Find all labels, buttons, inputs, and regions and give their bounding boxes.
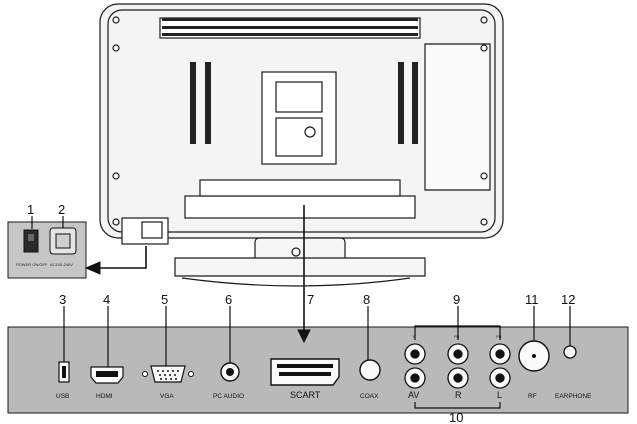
- power-box: POWER ON/OFF AC100-240V: [7, 221, 87, 279]
- usb-port[interactable]: [58, 361, 70, 383]
- rca-jacks[interactable]: [404, 343, 511, 389]
- ac-inlet-label: AC100-240V: [50, 262, 73, 267]
- callout-3: 3: [59, 292, 66, 307]
- label-hdmi: HDMI: [96, 393, 113, 400]
- label-r: R: [455, 390, 462, 400]
- callout-12: 12: [561, 292, 575, 307]
- callout-5: 5: [161, 292, 168, 307]
- callout-6: 6: [225, 292, 232, 307]
- vga-port[interactable]: [142, 365, 194, 383]
- callout-1: 1: [27, 202, 34, 217]
- power-switch-label: POWER ON/OFF: [16, 262, 48, 267]
- rf-jack[interactable]: [518, 340, 550, 372]
- callout-2: 2: [58, 202, 65, 217]
- tv-back-housing: [99, 3, 504, 245]
- scart-port[interactable]: [270, 358, 340, 386]
- label-scart: SCART: [290, 390, 321, 400]
- callout-leaders: [31, 216, 571, 409]
- label-y: Y: [412, 334, 415, 339]
- power-box-arrow: [84, 246, 147, 275]
- label-av: AV: [408, 390, 419, 400]
- label-pc-audio: PC AUDIO: [213, 393, 244, 400]
- callout-8: 8: [363, 292, 370, 307]
- label-vga: VGA: [160, 393, 174, 400]
- callout-4: 4: [103, 292, 110, 307]
- label-l: L: [497, 390, 502, 400]
- callout-11: 11: [525, 292, 539, 307]
- label-rf: RF: [528, 393, 537, 400]
- label-coax: COAX: [360, 393, 379, 400]
- hdmi-port[interactable]: [90, 366, 124, 384]
- pc-audio-jack[interactable]: [220, 362, 240, 382]
- callout-7: 7: [307, 292, 314, 307]
- label-usb: USB: [56, 393, 69, 400]
- coax-jack[interactable]: [359, 359, 381, 381]
- vent-slots: [162, 18, 418, 144]
- scart-arrow: [297, 205, 311, 344]
- callout-10: 10: [449, 410, 463, 424]
- callout-9: 9: [453, 292, 460, 307]
- label-pb: PB: [454, 334, 460, 339]
- label-earphone: EARPHONE: [555, 393, 592, 400]
- tv-stand: [174, 237, 426, 287]
- earphone-jack[interactable]: [563, 345, 577, 359]
- label-pr: PR: [496, 334, 502, 339]
